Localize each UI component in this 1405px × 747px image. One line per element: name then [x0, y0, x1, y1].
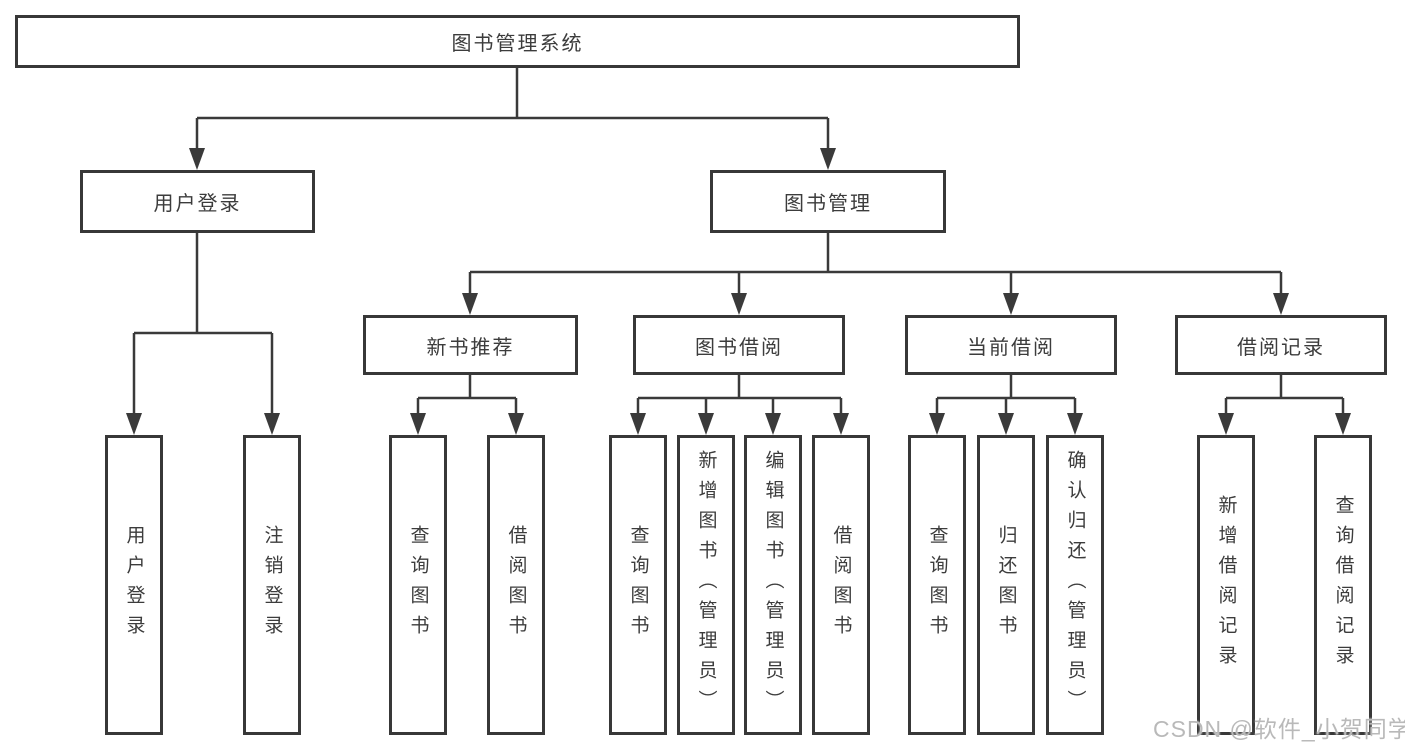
leaf-query-borrow-record-label: 查询借阅记录: [1332, 495, 1354, 675]
leaf-current-query-books-label: 查询图书: [926, 525, 948, 645]
node-user-login-label: 用户登录: [153, 193, 242, 215]
leaf-user-login: 用户登录: [105, 435, 163, 735]
leaf-edit-books-admin: 编辑图书（管理员）: [744, 435, 802, 735]
node-root-label: 图书管理系统: [451, 33, 584, 55]
node-new-book-recommend: 新书推荐: [363, 315, 578, 375]
leaf-borrow-query-books-label: 查询图书: [627, 525, 649, 645]
node-root-system: 图书管理系统: [15, 15, 1020, 68]
leaf-borrow-books-label: 借阅图书: [830, 525, 852, 645]
leaf-user-login-label: 用户登录: [123, 525, 145, 645]
leaf-recommend-borrow-books-label: 借阅图书: [505, 525, 527, 645]
node-book-borrow-label: 图书借阅: [695, 336, 783, 359]
leaf-add-borrow-record-label: 新增借阅记录: [1215, 495, 1237, 675]
node-borrow-records-label: 借阅记录: [1237, 336, 1325, 359]
leaf-recommend-query-books-label: 查询图书: [407, 525, 429, 645]
node-new-book-recommend-label: 新书推荐: [426, 336, 515, 359]
leaf-add-books-admin-label: 新增图书（管理员）: [695, 450, 717, 720]
leaf-edit-books-admin-label: 编辑图书（管理员）: [762, 450, 784, 720]
leaf-add-books-admin: 新增图书（管理员）: [677, 435, 735, 735]
csdn-watermark: CSDN @软件_小贺同学: [1153, 716, 1405, 742]
leaf-confirm-return-admin-label: 确认归还（管理员）: [1064, 450, 1086, 720]
node-book-borrow: 图书借阅: [633, 315, 845, 375]
node-user-login: 用户登录: [80, 170, 315, 233]
node-current-borrow-label: 当前借阅: [967, 336, 1055, 359]
leaf-confirm-return-admin: 确认归还（管理员）: [1046, 435, 1104, 735]
node-current-borrow: 当前借阅: [905, 315, 1117, 375]
leaf-logout-label: 注销登录: [261, 525, 283, 645]
node-book-management: 图书管理: [710, 170, 946, 233]
leaf-recommend-query-books: 查询图书: [389, 435, 447, 735]
leaf-logout: 注销登录: [243, 435, 301, 735]
leaf-return-books-label: 归还图书: [995, 525, 1017, 645]
node-borrow-records: 借阅记录: [1175, 315, 1387, 375]
leaf-current-query-books: 查询图书: [908, 435, 966, 735]
leaf-borrow-books: 借阅图书: [812, 435, 870, 735]
leaf-add-borrow-record: 新增借阅记录: [1197, 435, 1255, 735]
leaf-borrow-query-books: 查询图书: [609, 435, 667, 735]
node-book-management-label: 图书管理: [784, 193, 872, 215]
leaf-return-books: 归还图书: [977, 435, 1035, 735]
leaf-recommend-borrow-books: 借阅图书: [487, 435, 545, 735]
leaf-query-borrow-record: 查询借阅记录: [1314, 435, 1372, 735]
